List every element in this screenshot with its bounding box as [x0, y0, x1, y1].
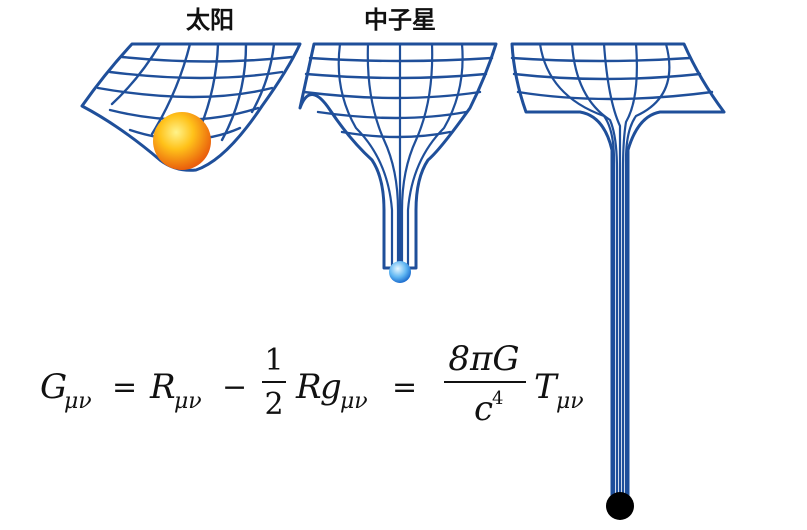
eq-frac-denominator: c	[474, 389, 493, 429]
einstein-field-equation: G μν = R μν − 1 2 R g μν = 8πG c 4 T μν	[40, 339, 584, 429]
eq-R: R	[149, 367, 176, 407]
eq-sub-2: μν	[174, 389, 202, 414]
eq-half-numerator: 1	[264, 343, 283, 378]
sun-sphere	[153, 112, 211, 170]
eq-frac-numerator: 8πG	[448, 339, 519, 379]
eq-R2: R	[295, 367, 322, 407]
eq-G: G	[40, 367, 67, 407]
eq-equals-1: =	[112, 370, 137, 405]
eq-T: T	[534, 367, 559, 407]
black-hole-spacetime-sheet	[510, 42, 726, 502]
eq-g: g	[320, 367, 342, 407]
neutron-star-spacetime-sheet	[298, 42, 498, 270]
eq-equals-2: =	[392, 370, 417, 405]
label-sun: 太阳	[186, 6, 234, 34]
eq-sub-3: μν	[340, 389, 368, 414]
eq-frac-denominator-exponent: 4	[492, 388, 503, 409]
eq-half-denominator: 2	[264, 387, 283, 422]
eq-sub-1: μν	[64, 389, 92, 414]
label-neutron-star: 中子星	[364, 6, 436, 34]
eq-minus: −	[222, 370, 247, 405]
black-hole-sphere	[606, 492, 634, 520]
eq-sub-4: μν	[556, 389, 584, 414]
neutron-star-sphere	[389, 261, 411, 283]
